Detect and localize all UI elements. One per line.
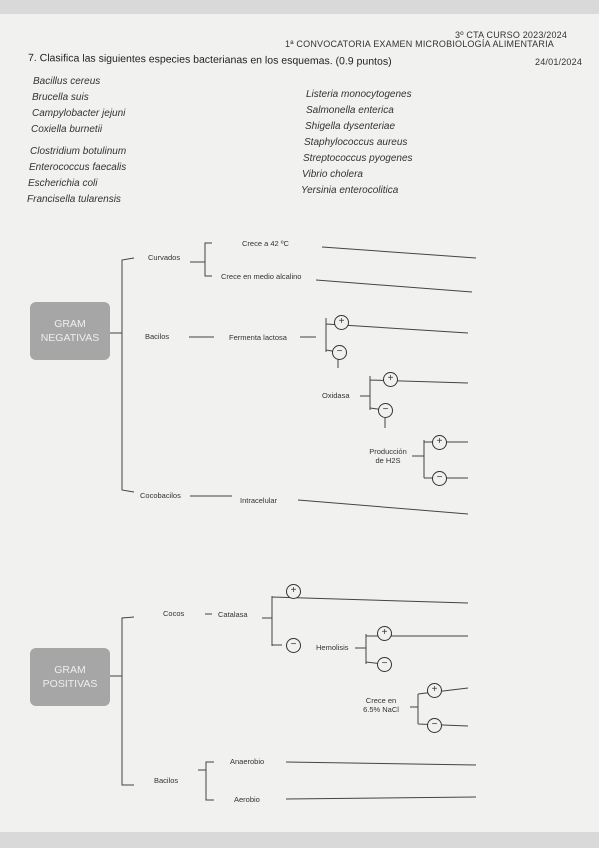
fermenta-lactosa-label: Fermenta lactosa — [229, 333, 287, 342]
gram-negative-label-2: NEGATIVAS — [40, 332, 100, 344]
minus-circle-icon: − — [427, 718, 442, 733]
h2s-label-1: Producción — [369, 447, 407, 456]
gram-negative-label-1: GRAM — [54, 318, 86, 330]
oxidasa-label: Oxidasa — [322, 391, 350, 400]
catalasa-label: Catalasa — [218, 610, 248, 619]
answer-line — [285, 761, 477, 766]
answer-line — [321, 246, 477, 259]
neg-main-bracket — [121, 257, 135, 493]
species-item: Brucella suis — [32, 92, 89, 103]
species-item: Campylobacter jejuni — [32, 108, 126, 119]
species-item: Salmonella enterica — [306, 105, 394, 116]
bacilos-pos-label: Bacilos — [154, 776, 179, 785]
species-item: Streptococcus pyogenes — [303, 153, 413, 164]
oxidasa-branch — [360, 376, 469, 428]
course-header: 3º CTA CURSO 2023/2024 — [455, 30, 568, 40]
bacilos-pos-bracket — [198, 761, 214, 801]
answer-line — [315, 279, 473, 293]
minus-circle-icon: − — [286, 638, 301, 653]
hemolisis-label: Hemolisis — [316, 643, 349, 652]
plus-circle-icon: + — [432, 435, 447, 450]
h2s-label-2: de H2S — [375, 456, 401, 465]
plus-circle-icon: + — [383, 372, 398, 387]
intracelular-label: Intracelular — [240, 496, 278, 505]
bacilos-label: Bacilos — [145, 332, 170, 341]
anaerobio-label: Anaerobio — [230, 757, 265, 766]
species-item: Escherichia coli — [28, 178, 98, 189]
gram-positive-box: GRAM POSITIVAS — [30, 648, 110, 706]
gram-positive-label-2: POSITIVAS — [42, 678, 98, 690]
nacl-branch — [410, 687, 469, 727]
species-item: Vibrio cholera — [302, 169, 363, 180]
plus-circle-icon: + — [377, 626, 392, 641]
cocos-label: Cocos — [163, 609, 185, 618]
alcalino-label: Crece en medio alcalino — [221, 272, 302, 281]
exam-title: 1ª CONVOCATORIA EXAMEN MICROBIOLOGÍA ALI… — [285, 39, 554, 49]
minus-circle-icon: − — [332, 345, 347, 360]
plus-circle-icon: + — [286, 584, 301, 599]
gram-negative-box: GRAM NEGATIVAS — [30, 302, 110, 360]
fermenta-branch — [300, 318, 469, 368]
species-item: Clostridium botulinum — [30, 146, 127, 157]
cocobacilos-label: Cocobacilos — [140, 491, 181, 500]
plus-circle-icon: + — [427, 683, 442, 698]
species-item: Yersinia enterocolitica — [301, 185, 399, 196]
minus-circle-icon: − — [378, 403, 393, 418]
hemolisis-branch — [355, 634, 468, 665]
species-item: Staphylococcus aureus — [304, 137, 408, 148]
species-item: Listeria monocytogenes — [306, 89, 412, 100]
gram-positive-label-1: GRAM — [54, 664, 86, 676]
aerobio-label: Aerobio — [234, 795, 260, 804]
minus-circle-icon: − — [432, 471, 447, 486]
nacl-label-2: 6.5% NaCl — [363, 705, 399, 714]
species-item: Francisella tularensis — [27, 194, 121, 205]
species-item: Bacillus cereus — [33, 76, 101, 87]
plus-circle-icon: + — [334, 315, 349, 330]
crece-42-label: Crece a 42 ºC — [242, 239, 289, 248]
species-item: Coxiella burnetii — [31, 124, 103, 135]
answer-line — [285, 796, 477, 800]
h2s-branch — [412, 440, 468, 479]
species-item: Enterococcus faecalis — [29, 162, 127, 173]
pos-main-bracket — [121, 616, 135, 786]
nacl-label-1: Crece en — [365, 696, 397, 705]
curvados-bracket — [190, 242, 212, 277]
species-item: Shigella dysenteriae — [305, 121, 396, 132]
answer-line — [297, 499, 469, 515]
curvados-label: Curvados — [148, 253, 181, 262]
minus-circle-icon: − — [377, 657, 392, 672]
catalasa-branch — [262, 596, 469, 646]
exam-date: 24/01/2024 — [535, 57, 583, 67]
